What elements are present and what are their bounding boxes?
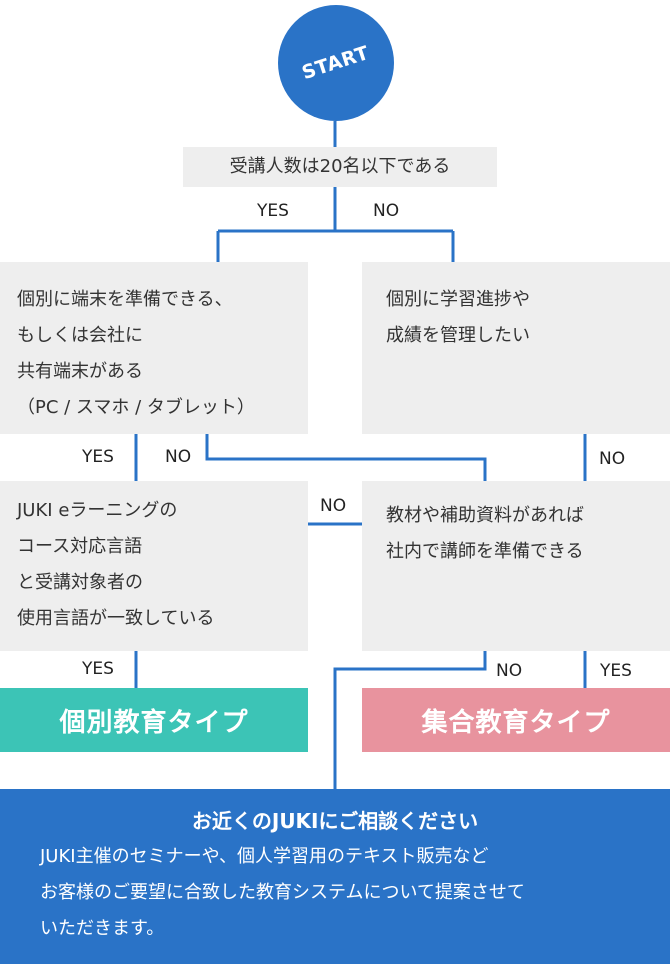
connector-left1-no (205, 434, 487, 481)
contact-title: お近くのJUKIにご相談ください (191, 809, 479, 833)
label-left2-no: NO (320, 496, 347, 516)
result-group-type: 集合教育タイプ (362, 688, 670, 752)
label-right1-no: NO (599, 449, 626, 469)
label-right2-no: NO (496, 661, 523, 681)
result-individual-type: 個別教育タイプ (0, 688, 308, 752)
question-participant-count: 受講人数は20名以下である (183, 147, 497, 187)
contact-body: JUKI主催のセミナーや、個人学習用のテキスト販売など お客様のご要望に合致した… (40, 846, 525, 939)
contact-panel: お近くのJUKIにご相談ください JUKI主催のセミナーや、個人学習用のテキスト… (0, 789, 670, 964)
label-q1-yes: YES (257, 201, 289, 221)
label-q1-no: NO (373, 201, 400, 221)
question-progress-management: 個別に学習進捗や 成績を管理したい (362, 262, 670, 434)
connector-q1-split (216, 187, 455, 262)
label-left1-no: NO (165, 447, 192, 467)
start-node: START (278, 5, 394, 121)
question-language-match: JUKI eラーニングの コース対応言語 と受講対象者の 使用言語が一致している (0, 481, 308, 651)
label-right2-yes: YES (600, 661, 632, 681)
question-device-availability: 個別に端末を準備できる、 もしくは会社に 共有端末がある （PC / スマホ /… (0, 262, 308, 434)
start-label: START (299, 41, 373, 85)
label-left2-yes: YES (82, 659, 114, 679)
connector-right2-no (333, 651, 487, 789)
label-left1-yes: YES (82, 447, 114, 467)
question-internal-instructor: 教材や補助資料があれば 社内で講師を準備できる (362, 481, 670, 651)
